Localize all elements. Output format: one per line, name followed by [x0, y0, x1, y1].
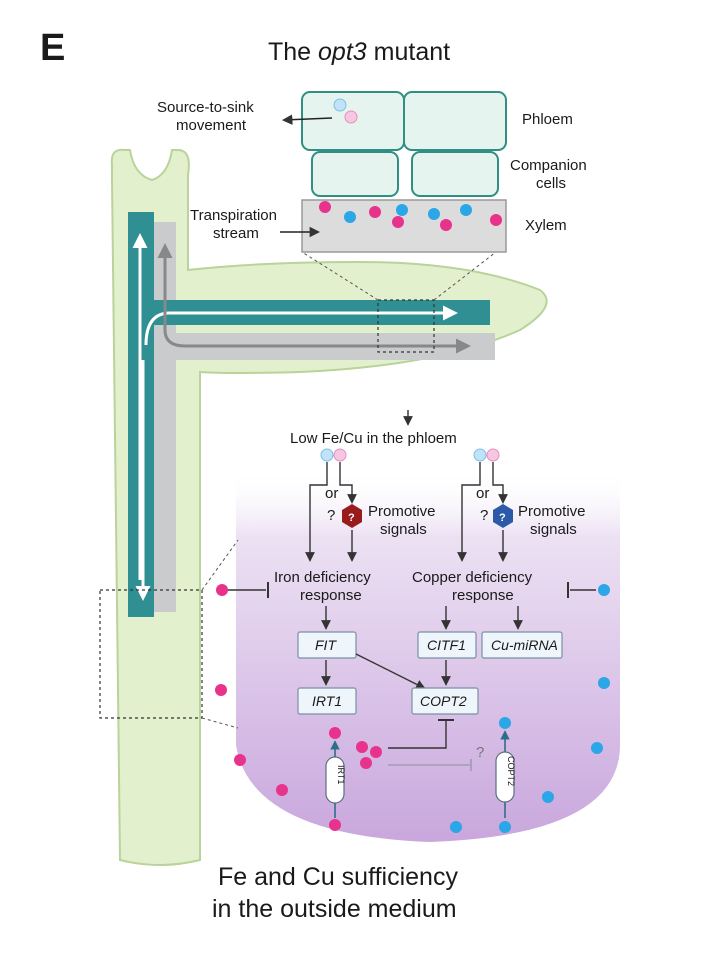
copper-signal-question: ? — [499, 512, 506, 524]
iron-ion — [319, 201, 331, 213]
xylem-flow-arrow-leaf — [163, 329, 471, 354]
xylem-channel-horizontal — [154, 325, 495, 360]
iron-signal-hexagon-icon — [342, 504, 362, 528]
cu-mirna-gene: Cu-miRNA — [491, 637, 558, 653]
copper-ion-outside — [450, 821, 462, 833]
phloem-cell-right — [403, 91, 507, 151]
copper-ion-faded — [333, 98, 347, 112]
copper-ion-faded — [473, 448, 487, 462]
copper-signal-line — [492, 462, 508, 504]
question-label-copper: ? — [480, 507, 488, 524]
question-label-iron: ? — [327, 507, 335, 524]
copt2-transporter — [495, 751, 515, 803]
uptake-question: ? — [476, 744, 484, 761]
iron-branch-line — [305, 462, 328, 562]
low-fe-cu-label: Low Fe/Cu in the phloem — [290, 430, 457, 447]
cu-mirna-gene-box — [481, 631, 563, 659]
phloem-flow-arrow-leaf — [144, 305, 458, 346]
companion-cell-left — [311, 151, 399, 197]
panel-letter: E — [40, 27, 65, 69]
iron-ion — [440, 219, 452, 231]
iron-ion-internal — [356, 741, 368, 753]
iron-inhibits-copt2-line — [388, 720, 447, 749]
phloem-channel-horizontal — [128, 300, 490, 345]
or-label-copper: or — [476, 485, 489, 502]
iron-ion-outside — [276, 784, 288, 796]
iron-ion-faded — [333, 448, 347, 462]
iron-ion-faded — [344, 110, 358, 124]
root-zoom-line-top — [201, 539, 239, 591]
leaf-zoom-line-right — [433, 251, 497, 301]
fit-to-copt2-arrow — [355, 653, 426, 689]
iron-ion-faded — [486, 448, 500, 462]
xylem-label: Xylem — [525, 217, 567, 234]
companion-cell-right — [411, 151, 499, 197]
copper-branch-line — [457, 462, 481, 562]
copper-ion-internal — [499, 717, 511, 729]
root-zoom-box — [99, 589, 203, 719]
iron-ion — [369, 206, 381, 218]
or-label-iron: or — [325, 485, 338, 502]
copt2-gene: COPT2 — [420, 693, 467, 709]
irt1-gene: IRT1 — [312, 693, 342, 709]
iron-ion-internal — [370, 746, 382, 758]
iron-ion-outside — [216, 584, 228, 596]
iron-ion — [490, 214, 502, 226]
iron-ion-internal — [360, 757, 372, 769]
citf1-gene: CITF1 — [427, 637, 466, 653]
copper-ion-outside — [591, 742, 603, 754]
iron-signal-line — [339, 462, 357, 504]
copper-signal-hexagon-icon — [493, 504, 513, 528]
copper-ion — [344, 211, 356, 223]
copper-ion — [428, 208, 440, 220]
irt1-transporter — [325, 756, 345, 804]
copper-ion — [460, 204, 472, 216]
iron-ion-outside — [234, 754, 246, 766]
iron-signal-question: ? — [348, 512, 355, 524]
iron-ion-outside — [329, 819, 341, 831]
iron-ion-outside — [215, 684, 227, 696]
copper-ion — [396, 204, 408, 216]
copper-ion-faded — [320, 448, 334, 462]
copt2-gene-box — [411, 687, 479, 715]
irt1-transporter-label: IRT1 — [336, 765, 346, 784]
iron-ion — [392, 216, 404, 228]
copper-ion-outside — [499, 821, 511, 833]
root-zoom-line-bottom — [201, 717, 239, 729]
fit-gene-box — [297, 631, 357, 659]
copper-ion-outside — [542, 791, 554, 803]
phloem-label: Phloem — [522, 111, 573, 128]
copt2-transporter-label: COPT2 — [506, 756, 516, 786]
irt1-gene-box — [297, 687, 357, 715]
fit-gene: FIT — [315, 637, 337, 653]
copper-ion-outside — [598, 677, 610, 689]
iron-ion-internal — [329, 727, 341, 739]
title: The opt3 mutant — [268, 38, 450, 66]
plant-body — [110, 148, 548, 866]
source-to-sink-arrow — [281, 114, 333, 125]
citf1-gene-box — [417, 631, 477, 659]
leaf-zoom-line-left — [301, 251, 379, 301]
copper-ion-outside — [598, 584, 610, 596]
